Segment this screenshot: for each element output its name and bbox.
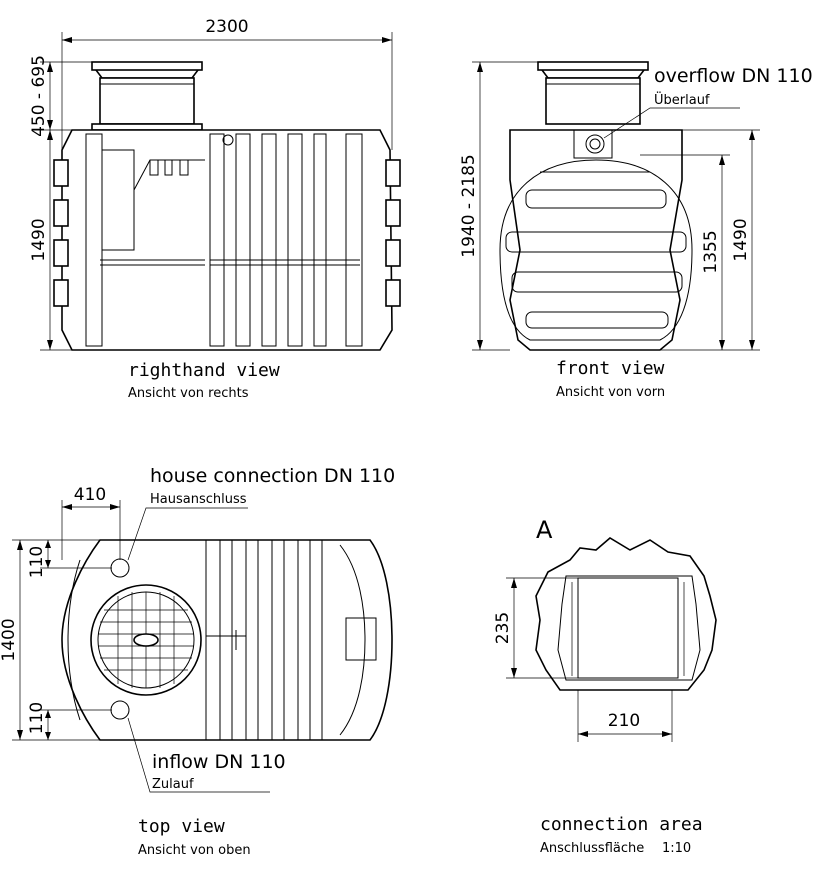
top-view: house connection DN 110 Hausanschluss in…: [0, 465, 395, 858]
connection-area-view: A 235 210 connection area Anschlussfläch…: [493, 516, 717, 856]
overflow-sublabel: Überlauf: [654, 91, 710, 108]
tank-body-front: [509, 129, 683, 351]
front-view-title: front view: [556, 358, 665, 379]
inflow-leader: [127, 717, 270, 793]
dim-top-width: 1400: [0, 618, 19, 661]
dim-conn-width: 210: [608, 711, 640, 731]
tank-ribs-side: [85, 133, 363, 347]
side-lugs-right: [385, 159, 401, 307]
connection-surface: [577, 577, 679, 679]
inflow-sublabel: Zulauf: [152, 777, 194, 792]
front-view: overflow DN 110 Überlauf 1940 - 2185 135…: [459, 61, 813, 400]
dim-top-pipe-upper: 110: [27, 546, 47, 578]
front-view-subtitle: Ansicht von vorn: [556, 385, 665, 400]
dim-front-inner-height: 1355: [701, 230, 721, 273]
overflow-port-side: [222, 134, 234, 146]
top-ribs: [67, 539, 377, 741]
dim-top-offset: 410: [74, 485, 106, 505]
detail-marker: A: [536, 516, 553, 544]
house-connection-label: house connection DN 110: [150, 465, 395, 487]
top-view-subtitle: Ansicht von oben: [138, 843, 251, 858]
overflow-label: overflow DN 110: [654, 65, 813, 87]
side-lugs-left: [53, 159, 69, 307]
overflow-port-front: [585, 134, 605, 154]
house-leader: [127, 507, 248, 561]
tank-body-side: [61, 129, 393, 351]
righthand-view-subtitle: Ansicht von rechts: [128, 386, 249, 401]
connection-area-subtitle: Anschlussfläche: [540, 841, 644, 856]
inflow-label: inflow DN 110: [152, 751, 286, 773]
front-ribs: [505, 171, 687, 329]
riser-cover: [91, 61, 203, 71]
overflow-leader: [603, 107, 740, 139]
dim-front-tank-height: 1490: [731, 218, 751, 261]
dim-conn-height: 235: [493, 612, 513, 644]
dim-tank-height: 1490: [29, 218, 49, 261]
riser-collar: [95, 69, 199, 79]
dim-top-pipe-lower: 110: [27, 702, 47, 734]
top-view-title: top view: [138, 816, 225, 837]
house-connection-sublabel: Hausanschluss: [150, 492, 247, 507]
righthand-view-title: righthand view: [128, 360, 280, 381]
connection-area-title: connection area: [540, 814, 703, 835]
front-riser: [545, 77, 641, 125]
dim-front-total-height: 1940 - 2185: [459, 154, 479, 257]
righthand-view: 2300 450 - 695 1490 righthand view Ansic…: [29, 17, 401, 401]
dim-overall-length: 2300: [205, 17, 248, 37]
dim-dome-height: 450 - 695: [29, 55, 49, 137]
riser: [99, 77, 195, 125]
connection-area-scale: 1:10: [662, 841, 691, 856]
